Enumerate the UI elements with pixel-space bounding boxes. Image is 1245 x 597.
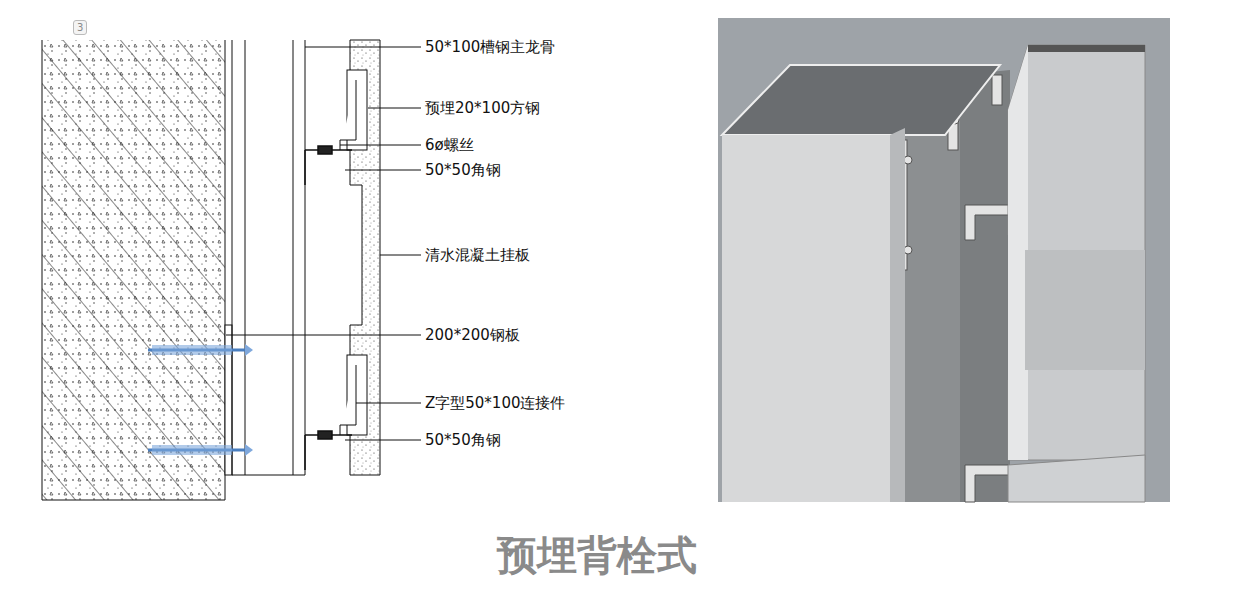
channel-line: [245, 40, 246, 475]
callout-label: Z字型50*100连接件: [425, 394, 566, 412]
channel-line: [305, 40, 306, 475]
anchor-bolt-thread: [152, 344, 253, 456]
callout-label: 50*100槽钢主龙骨: [425, 38, 555, 56]
channel-line: [232, 475, 245, 476]
wall-edge: [42, 500, 225, 501]
z-connector: [340, 70, 367, 435]
channel-line: [293, 40, 294, 475]
anchor-bolt: [148, 350, 245, 450]
callout-label: 清水混凝土挂板: [425, 246, 530, 264]
callout-label: 50*50角钢: [425, 161, 501, 179]
wall-edge: [42, 40, 43, 500]
callout-label: 200*200钢板: [425, 326, 520, 344]
render-3d: [718, 18, 1170, 502]
channel-line: [232, 40, 233, 475]
callout-label: 6ø螺丝: [425, 136, 474, 154]
angle-steel: [305, 146, 352, 470]
figure-number: 3: [73, 20, 87, 35]
channel-line: [245, 475, 305, 476]
leader-line: [226, 47, 421, 440]
diagram-title: 预埋背栓式: [497, 531, 697, 579]
callout-label: 预埋20*100方钢: [425, 99, 540, 117]
wall-hatch: [42, 40, 225, 500]
wall-dots: [42, 40, 225, 500]
callout-label: 50*50角钢: [425, 431, 501, 449]
